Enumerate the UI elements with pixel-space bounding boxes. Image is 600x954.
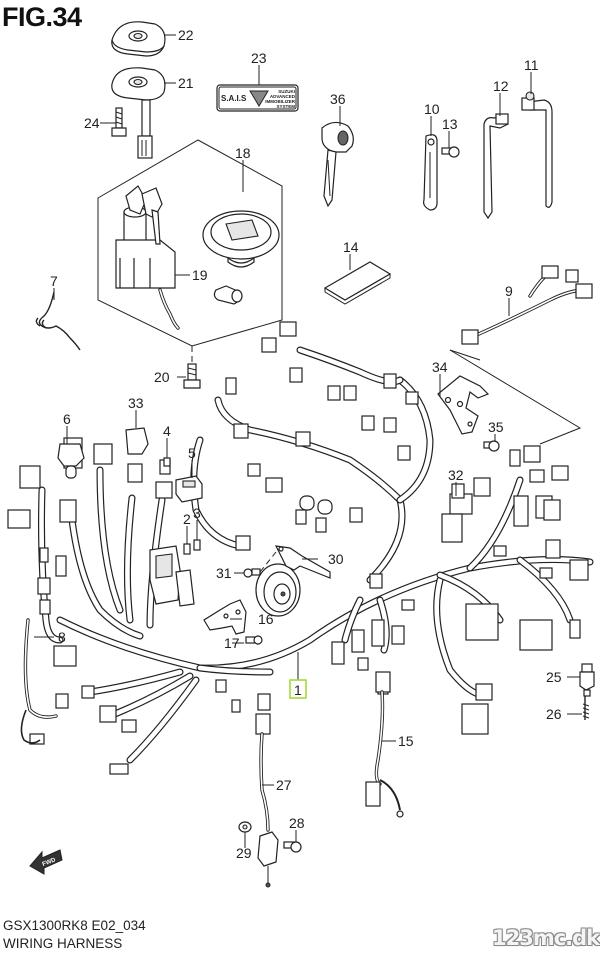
part-4-fuse[interactable] — [163, 457, 171, 467]
leader-lines — [34, 34, 582, 848]
callout-9[interactable]: 9 — [505, 283, 513, 299]
sticker-line-4: SYSTEM — [276, 104, 295, 109]
callout-10[interactable]: 10 — [424, 101, 440, 117]
part-17-bolt[interactable] — [245, 635, 263, 645]
part-18-lock-set[interactable] — [97, 139, 283, 347]
fuse-box — [149, 545, 195, 607]
part-29-washer[interactable] — [238, 821, 252, 833]
callout-35[interactable]: 35 — [488, 419, 504, 435]
harness-connectors — [7, 321, 589, 775]
callout-14[interactable]: 14 — [343, 239, 359, 255]
part-26-spring[interactable] — [582, 696, 590, 720]
callout-27[interactable]: 27 — [276, 777, 292, 793]
part-34-bracket[interactable] — [437, 375, 490, 435]
part-8-sub-harness[interactable] — [20, 618, 58, 744]
callout-7[interactable]: 7 — [50, 273, 58, 289]
part-3-fuse[interactable] — [193, 539, 201, 551]
callout-4[interactable]: 4 — [163, 423, 171, 439]
part-31-bolt[interactable] — [243, 551, 277, 578]
callout-5[interactable]: 5 — [188, 445, 196, 461]
callout-2[interactable]: 2 — [183, 511, 191, 527]
callout-15[interactable]: 15 — [398, 733, 414, 749]
callout-8[interactable]: 8 — [58, 629, 66, 645]
callout-1[interactable]: 1 — [294, 682, 302, 698]
sticker-brand: S.A.I.S — [221, 94, 247, 103]
sticker-line-3: IMMOBILIZER — [265, 99, 295, 104]
callout-33[interactable]: 33 — [128, 395, 144, 411]
part-24-bolt[interactable] — [111, 107, 127, 137]
part-6-connector-cap[interactable] — [57, 443, 85, 479]
fwd-label: FWD — [42, 857, 58, 868]
part-28-screw[interactable] — [283, 841, 302, 853]
callout-30[interactable]: 30 — [328, 551, 344, 567]
callout-11[interactable]: 11 — [524, 57, 539, 73]
part-22-ignition-cover[interactable] — [111, 21, 166, 57]
callout-labels: 22 21 24 23 18 19 20 7 36 10 13 12 11 14… — [50, 27, 562, 861]
callout-31[interactable]: 31 — [216, 565, 232, 581]
part-15-lead-wire[interactable] — [365, 671, 404, 818]
part-1-wiring-harness[interactable] — [7, 321, 594, 775]
part-35-screw[interactable] — [483, 440, 500, 452]
callout-1-highlight-box — [289, 679, 307, 699]
part-32-connector[interactable] — [451, 483, 465, 499]
callout-21[interactable]: 21 — [178, 75, 194, 91]
watermark-logo: 123mc.dk — [492, 926, 600, 950]
section-name: WIRING HARNESS — [3, 936, 123, 951]
part-23-immobilizer-label[interactable]: S.A.I.S SUZUKI ADVANCED IMMOBILIZER SYST… — [216, 84, 299, 112]
part-20-bolt[interactable] — [183, 346, 201, 389]
callout-24[interactable]: 24 — [84, 115, 100, 131]
callout-36[interactable]: 36 — [330, 91, 346, 107]
sticker-line-2: ADVANCED — [270, 94, 296, 99]
model-code: GSX1300RK8 E02_034 — [3, 918, 146, 933]
part-2-fuse[interactable] — [183, 543, 191, 555]
callout-13[interactable]: 13 — [442, 116, 458, 132]
callout-22[interactable]: 22 — [178, 27, 194, 43]
part-21-ignition-cover-antenna[interactable] — [111, 67, 166, 159]
part-27-switch-lead[interactable] — [255, 713, 279, 888]
callout-19[interactable]: 19 — [192, 267, 208, 283]
part-30-horn[interactable] — [255, 545, 331, 617]
fwd-direction-arrow: FWD — [29, 849, 63, 875]
part-12-clamp-band[interactable] — [483, 113, 509, 220]
callout-26[interactable]: 26 — [546, 706, 562, 722]
part-33-connector-cover[interactable] — [125, 427, 149, 455]
callout-16[interactable]: 16 — [258, 611, 274, 627]
sticker-line-1: SUZUKI — [278, 89, 295, 94]
part-7-spring-clip[interactable] — [35, 291, 81, 351]
callout-25[interactable]: 25 — [546, 669, 562, 685]
part-25-sensor[interactable] — [579, 663, 595, 697]
part-14-pad[interactable] — [323, 261, 392, 305]
callout-29[interactable]: 29 — [236, 845, 252, 861]
callout-12[interactable]: 12 — [493, 78, 509, 94]
part-9-sub-harness[interactable] — [461, 265, 593, 345]
part-11-clamp-band[interactable] — [521, 91, 553, 208]
part-36-key-blank[interactable] — [321, 121, 354, 208]
callout-6[interactable]: 6 — [63, 411, 71, 427]
callout-34[interactable]: 34 — [432, 359, 448, 375]
part-13-screw[interactable] — [441, 146, 460, 158]
callout-17[interactable]: 17 — [224, 635, 240, 651]
part-5-relay[interactable] — [175, 475, 203, 503]
callout-20[interactable]: 20 — [154, 369, 170, 385]
callout-23[interactable]: 23 — [251, 50, 267, 66]
callout-28[interactable]: 28 — [289, 815, 305, 831]
callout-18[interactable]: 18 — [235, 145, 251, 161]
callout-3[interactable]: 3 — [193, 505, 201, 521]
part-10-clamp[interactable] — [423, 134, 438, 211]
part-16-bracket[interactable] — [203, 599, 247, 635]
figure-title: FIG.34 — [2, 2, 82, 32]
callout-32[interactable]: 32 — [448, 467, 464, 483]
